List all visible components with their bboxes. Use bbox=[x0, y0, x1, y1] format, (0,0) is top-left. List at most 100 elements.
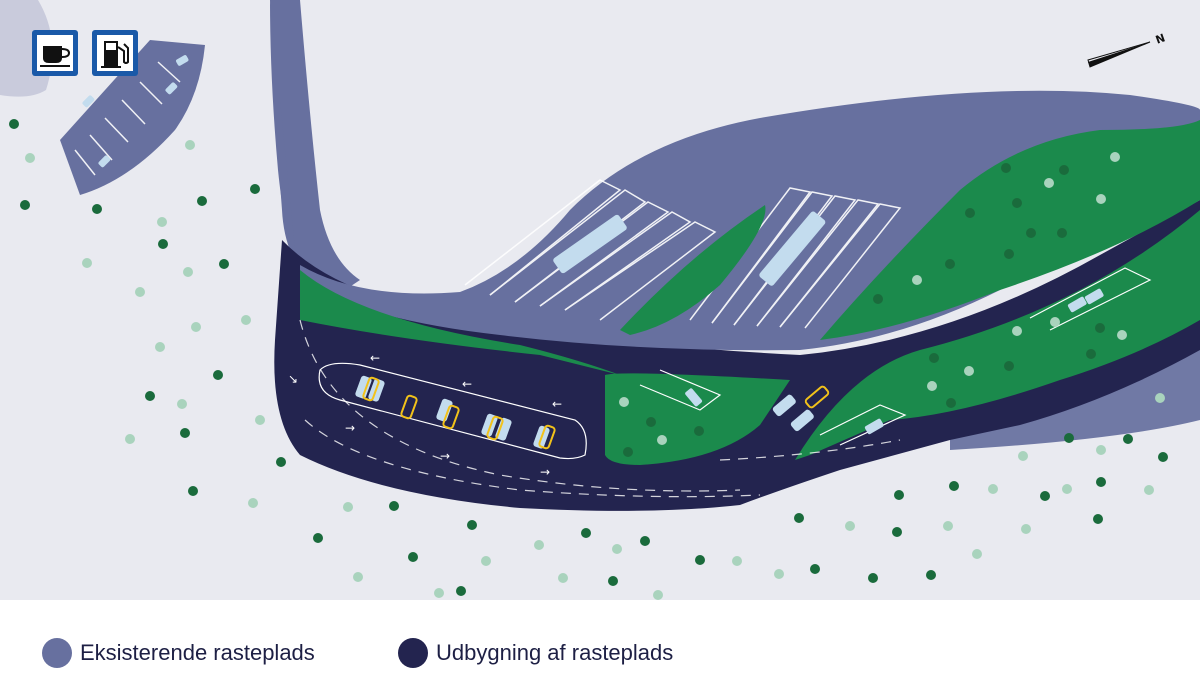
green-strip-upper-left bbox=[300, 270, 620, 375]
tree-dot bbox=[892, 527, 902, 537]
legend: Eksisterende rasteplads Udbygning af ras… bbox=[0, 600, 1200, 700]
tree-dot bbox=[1064, 433, 1074, 443]
tree-dot bbox=[1117, 330, 1127, 340]
tree-dot bbox=[1144, 485, 1154, 495]
tree-dot bbox=[1018, 451, 1028, 461]
north-arrow-icon: N bbox=[1087, 31, 1167, 68]
coffee-cup-icon bbox=[40, 46, 71, 67]
tree-dot bbox=[608, 576, 618, 586]
legend-swatch-expansion bbox=[398, 638, 428, 668]
tree-dot bbox=[581, 528, 591, 538]
tree-dot bbox=[434, 588, 444, 598]
tree-dot bbox=[1012, 326, 1022, 336]
tree-dot bbox=[185, 140, 195, 150]
tree-dot bbox=[964, 366, 974, 376]
rest-area-map: ← ← ← → → → ↘ bbox=[0, 0, 1200, 600]
svg-text:←: ← bbox=[462, 377, 472, 391]
tree-dot bbox=[467, 520, 477, 530]
tree-dot bbox=[1004, 249, 1014, 259]
tree-dot bbox=[794, 513, 804, 523]
tree-dot bbox=[197, 196, 207, 206]
svg-text:→: → bbox=[345, 421, 355, 435]
tree-dot bbox=[1095, 323, 1105, 333]
tree-dot bbox=[20, 200, 30, 210]
tree-dot bbox=[929, 353, 939, 363]
existing-right-strip bbox=[950, 350, 1200, 450]
tree-dot bbox=[1110, 152, 1120, 162]
tree-dot bbox=[213, 370, 223, 380]
tree-dot bbox=[534, 540, 544, 550]
tree-dot bbox=[1155, 393, 1165, 403]
tree-dot bbox=[774, 569, 784, 579]
ev-parking-pocket bbox=[318, 362, 587, 460]
trees bbox=[9, 119, 1168, 600]
tree-dot bbox=[353, 572, 363, 582]
legend-label-expansion: Udbygning af rasteplads bbox=[436, 640, 674, 665]
car-parking-right bbox=[639, 267, 1152, 446]
tree-dot bbox=[145, 391, 155, 401]
tree-dot bbox=[1004, 361, 1014, 371]
tree-dot bbox=[927, 381, 937, 391]
tree-dot bbox=[926, 570, 936, 580]
tree-dot bbox=[623, 447, 633, 457]
tree-dot bbox=[558, 573, 568, 583]
tree-dot bbox=[1062, 484, 1072, 494]
tree-dot bbox=[912, 275, 922, 285]
tree-dot bbox=[219, 259, 229, 269]
green-island-center bbox=[620, 205, 766, 335]
tree-dot bbox=[389, 501, 399, 511]
tree-dot bbox=[1096, 477, 1106, 487]
tree-dot bbox=[276, 457, 286, 467]
tree-dot bbox=[25, 153, 35, 163]
tree-dot bbox=[694, 426, 704, 436]
tree-dot bbox=[241, 315, 251, 325]
svg-text:→: → bbox=[540, 465, 550, 479]
green-hill-right bbox=[820, 120, 1200, 340]
tree-dot bbox=[343, 502, 353, 512]
truck bbox=[759, 211, 826, 286]
tree-dot bbox=[695, 555, 705, 565]
tree-dot bbox=[158, 239, 168, 249]
truck-vehicles bbox=[553, 211, 826, 286]
tree-dot bbox=[965, 208, 975, 218]
tree-dot bbox=[82, 258, 92, 268]
existing-parking-top-left bbox=[60, 40, 205, 195]
fuel-sign bbox=[92, 30, 138, 76]
road-markings bbox=[299, 319, 901, 498]
fuel-pump-icon bbox=[101, 41, 129, 68]
green-island-lower bbox=[605, 373, 790, 465]
tree-dot bbox=[456, 586, 466, 596]
tree-dot bbox=[943, 521, 953, 531]
tree-dot bbox=[481, 556, 491, 566]
svg-text:←: ← bbox=[552, 397, 562, 411]
green-lower-right bbox=[795, 210, 1200, 460]
tree-dot bbox=[155, 342, 165, 352]
tree-dot bbox=[732, 556, 742, 566]
tree-dot bbox=[1086, 349, 1096, 359]
tree-dot bbox=[255, 415, 265, 425]
tree-dot bbox=[188, 486, 198, 496]
tree-dot bbox=[1021, 524, 1031, 534]
legend-swatch-existing bbox=[42, 638, 72, 668]
tree-dot bbox=[408, 552, 418, 562]
tree-dot bbox=[1059, 165, 1069, 175]
tree-dot bbox=[845, 521, 855, 531]
tree-dot bbox=[810, 564, 820, 574]
tree-dot bbox=[157, 217, 167, 227]
tree-dot bbox=[248, 498, 258, 508]
tree-dot bbox=[873, 294, 883, 304]
direction-arrows: ← ← ← → → → ↘ bbox=[288, 351, 562, 479]
svg-text:↘: ↘ bbox=[288, 372, 298, 386]
tree-dot bbox=[313, 533, 323, 543]
tree-dot bbox=[868, 573, 878, 583]
green-areas bbox=[300, 120, 1200, 465]
tree-dot bbox=[1093, 514, 1103, 524]
tree-dot bbox=[949, 481, 959, 491]
tree-dot bbox=[1096, 194, 1106, 204]
tree-dot bbox=[9, 119, 19, 129]
legend-item-expansion: Udbygning af rasteplads bbox=[398, 638, 673, 668]
tree-dot bbox=[135, 287, 145, 297]
tree-dot bbox=[1044, 178, 1054, 188]
tree-dot bbox=[1026, 228, 1036, 238]
svg-text:←: ← bbox=[370, 351, 380, 365]
